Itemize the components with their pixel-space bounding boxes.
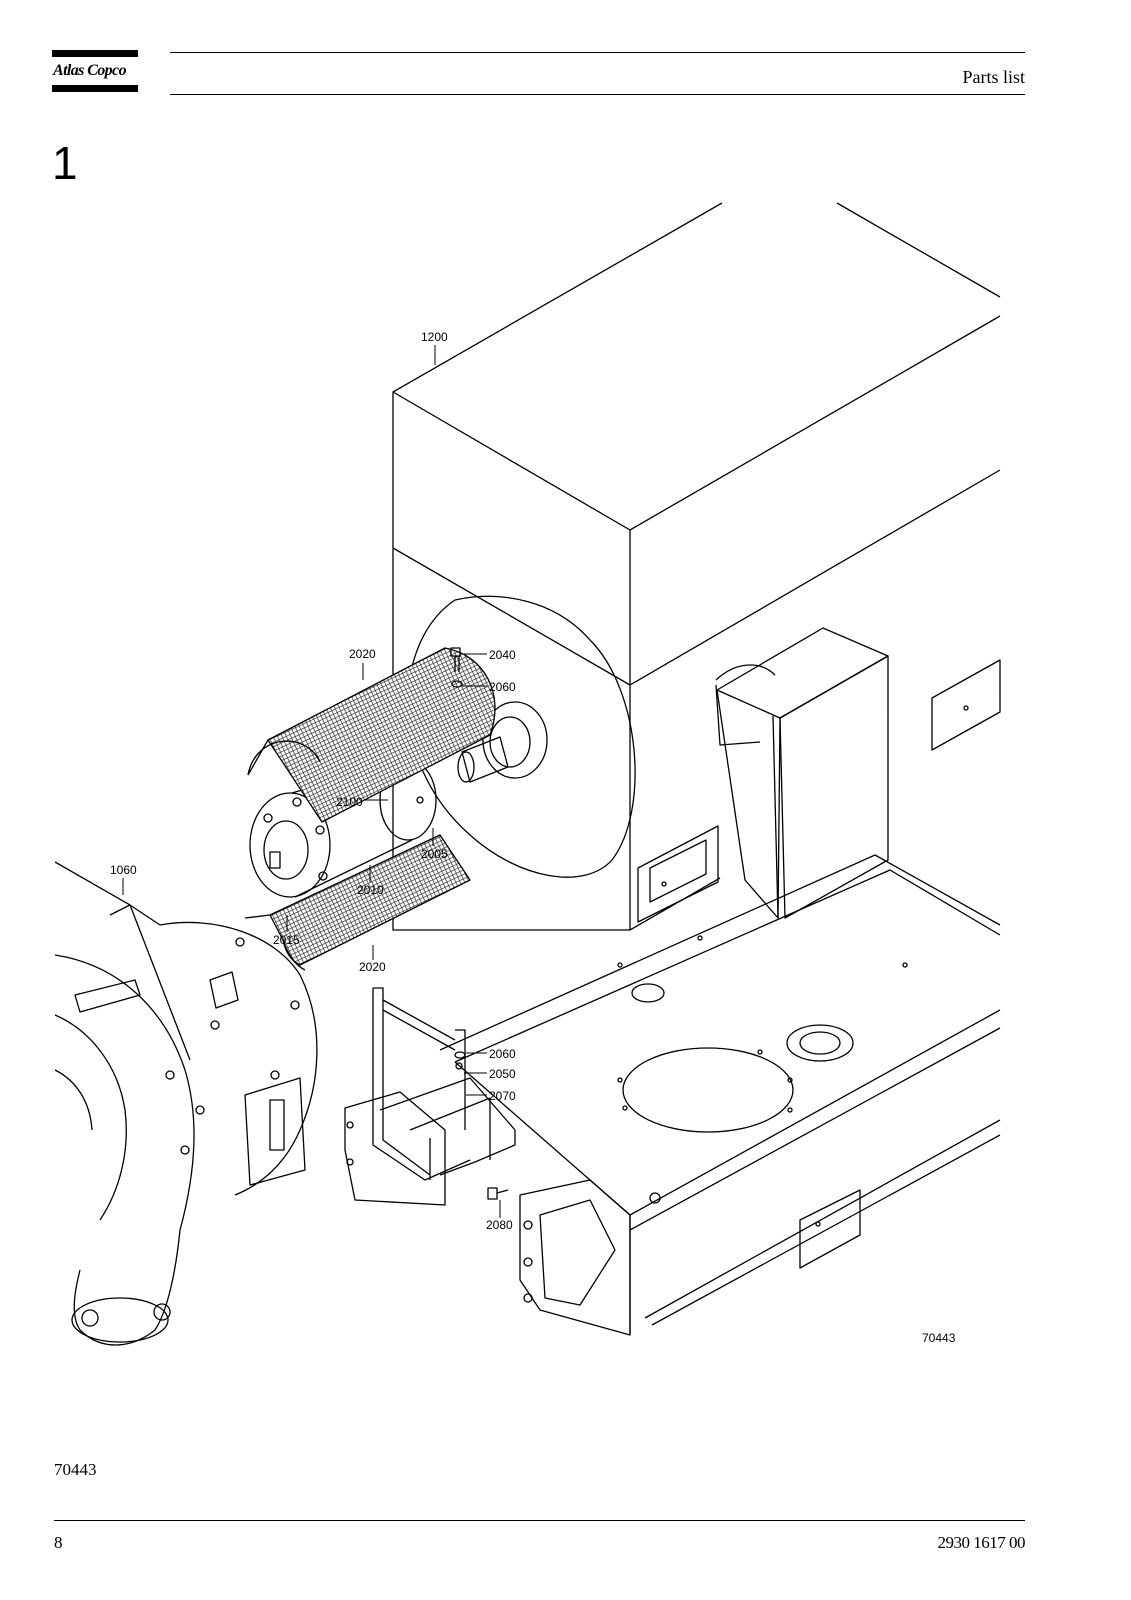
drawing-number: 70443	[922, 1331, 956, 1345]
washer-2060	[451, 680, 466, 1059]
header-title: Parts list	[962, 67, 1025, 87]
logo-wordmark: Atlas Copco	[53, 62, 127, 79]
compressor-1060	[55, 861, 318, 1346]
section-number: 1	[52, 137, 78, 189]
exploded-view-drawing: 1200 2020 2040 2060 2100 2005 1060 2010 …	[55, 200, 1025, 1390]
base-frame	[344, 854, 1001, 1336]
label-1200: 1200	[421, 330, 448, 344]
figure-reference: 70443	[54, 1460, 97, 1479]
atlas-copco-logo: Atlas Copco	[52, 50, 138, 92]
header-rule-bottom	[170, 94, 1025, 95]
coupling-guard-lower-2020	[244, 834, 471, 971]
header-rule-top	[170, 52, 1025, 53]
bolt-2040	[450, 647, 461, 672]
logo-top-bar	[52, 50, 138, 57]
label-1060: 1060	[110, 863, 137, 877]
label-2060-upper: 2060	[489, 680, 516, 694]
logo-bottom-bar	[52, 85, 138, 92]
support-bracket-2070	[372, 987, 516, 1181]
label-2040: 2040	[489, 648, 516, 662]
label-2080: 2080	[486, 1218, 513, 1232]
washer-2050	[455, 1062, 463, 1070]
page-number: 8	[54, 1533, 63, 1552]
label-2070: 2070	[489, 1089, 516, 1103]
motor-1200	[392, 202, 1001, 931]
label-2005: 2005	[421, 847, 448, 861]
label-2100: 2100	[336, 795, 363, 809]
label-2050: 2050	[489, 1067, 516, 1081]
label-2020-lower: 2020	[359, 960, 386, 974]
label-2015: 2015	[273, 933, 300, 947]
leader-lines	[122, 345, 501, 1218]
bolt-2080	[487, 1187, 509, 1200]
coupling-guard-upper-2020	[247, 647, 496, 823]
terminal-box	[716, 627, 889, 919]
footer-rule	[54, 1520, 1025, 1521]
label-2020-upper: 2020	[349, 647, 376, 661]
label-2010: 2010	[357, 883, 384, 897]
drawing-svg: 1200 2020 2040 2060 2100 2005 1060 2010 …	[55, 202, 1001, 1346]
part-labels: 1200 2020 2040 2060 2100 2005 1060 2010 …	[110, 330, 956, 1345]
label-2060-lower: 2060	[489, 1047, 516, 1061]
document-number: 2930 1617 00	[937, 1533, 1026, 1552]
